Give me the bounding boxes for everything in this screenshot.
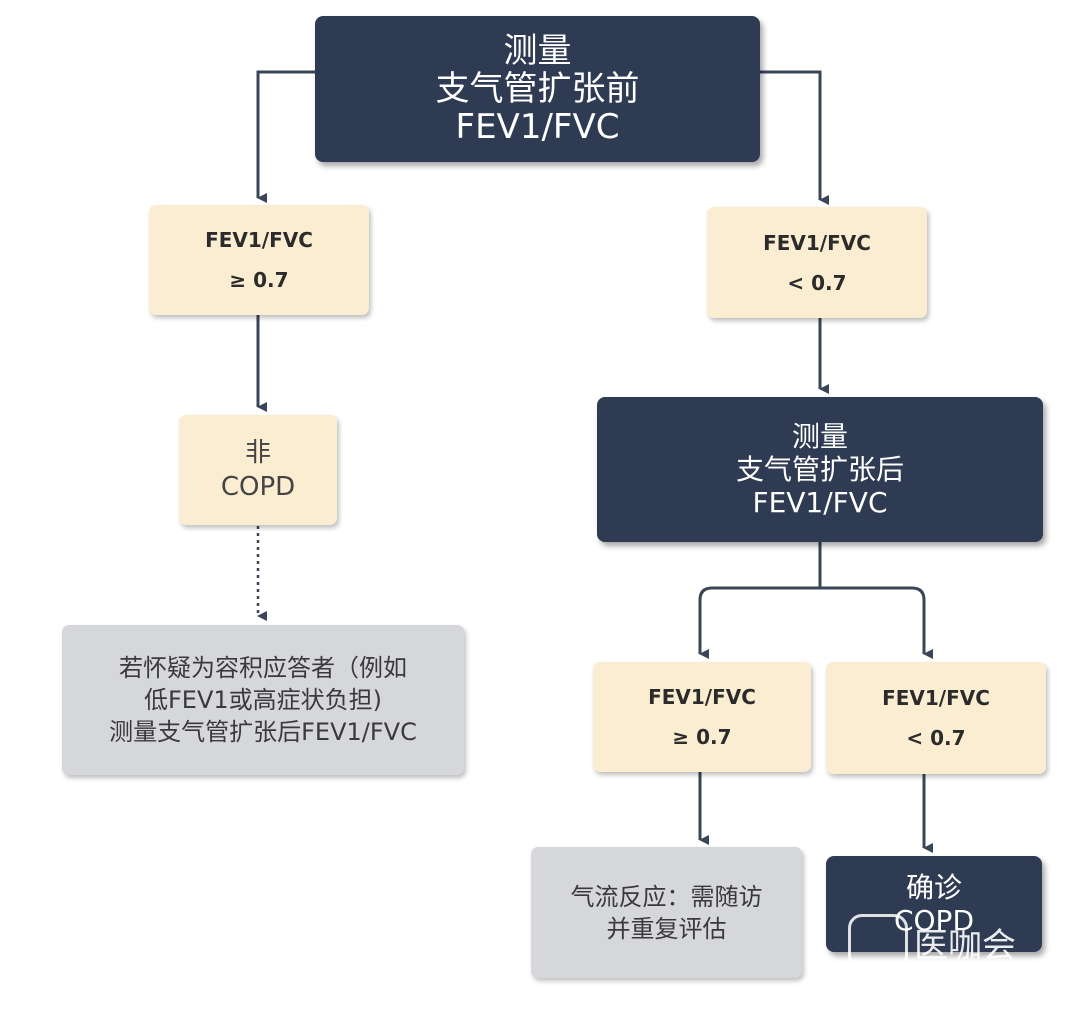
post-ge-ratio-box: FEV1/FVC ≥ 0.7 (593, 662, 811, 772)
right-ratio-box: FEV1/FVC < 0.7 (707, 207, 927, 318)
post-ge-value: ≥ 0.7 (672, 725, 732, 749)
watermark-text: 医咖会 (914, 925, 1016, 966)
airflow-response-box: 气流反应：需随访 并重复评估 (531, 847, 802, 978)
left-ratio-value: ≥ 0.7 (229, 268, 289, 292)
top-line-2: 支气管扩张前 (435, 69, 640, 109)
arrow-top-to-right (758, 70, 829, 205)
airflow-line-2: 并重复评估 (606, 914, 727, 943)
suspect-line-2: 低FEV1或高症状负担) (143, 686, 383, 714)
confirm-copd-box: 确诊 COPD (826, 856, 1042, 952)
airflow-line-1: 气流反应：需随访 (570, 882, 763, 911)
non-copd-box: 非 COPD (179, 415, 337, 525)
left-ratio-label: FEV1/FVC (205, 228, 313, 252)
confirm-line-1: 确诊 (905, 871, 962, 904)
right-ratio-label: FEV1/FVC (763, 230, 871, 255)
post-ge-label: FEV1/FVC (648, 685, 756, 709)
watermark-logo-icon (848, 914, 908, 970)
arrow-split-to-post-ge (698, 586, 820, 659)
arrow-top-to-left (256, 70, 318, 203)
suspect-line-1: 若怀疑为容积应答者（例如 (119, 654, 407, 682)
watermark: 医咖会 (848, 914, 1016, 970)
post-line-2: 支气管扩张后 (735, 453, 904, 486)
suspect-line-3: 测量支气管扩张后FEV1/FVC (109, 718, 417, 746)
arrow-split-to-post-lt (820, 586, 933, 659)
post-lt-label: FEV1/FVC (882, 686, 990, 710)
right-ratio-value: < 0.7 (787, 270, 847, 295)
left-ratio-box: FEV1/FVC ≥ 0.7 (149, 205, 369, 315)
post-bronchodilator-measure-box: 测量 支气管扩张后 FEV1/FVC (597, 397, 1043, 542)
post-line-3: FEV1/FVC (752, 486, 888, 519)
top-line-3: FEV1/FVC (455, 107, 620, 147)
post-lt-value: < 0.7 (906, 726, 966, 750)
pre-bronchodilator-measure-box: 测量 支气管扩张前 FEV1/FVC (315, 16, 760, 162)
non-copd-line-1: 非 (244, 438, 271, 468)
non-copd-line-2: COPD (220, 472, 296, 502)
post-lt-ratio-box: FEV1/FVC < 0.7 (826, 662, 1046, 774)
post-line-1: 测量 (791, 420, 848, 453)
top-line-1: 测量 (503, 31, 572, 71)
suspect-volume-responder-box: 若怀疑为容积应答者（例如 低FEV1或高症状负担) 测量支气管扩张后FEV1/F… (62, 625, 464, 775)
